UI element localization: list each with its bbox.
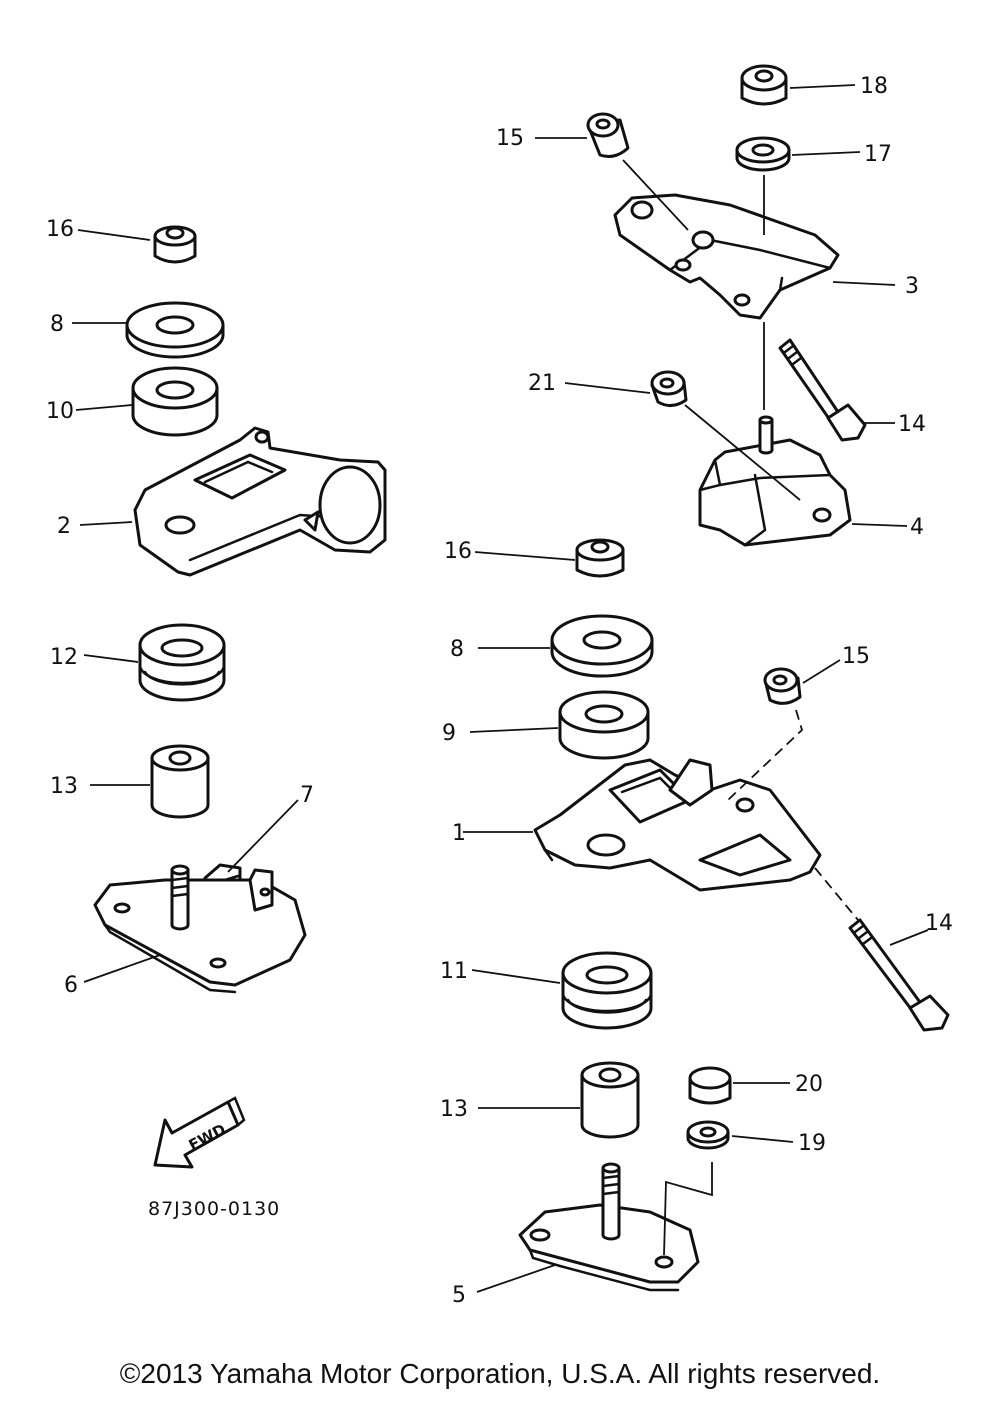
fwd-arrow-icon: FWD: [153, 1096, 246, 1169]
plate-5: [518, 1162, 700, 1292]
callout-14-bottom: 14: [925, 911, 953, 936]
collar-13-left: [150, 744, 210, 819]
grommet-12: [138, 623, 226, 702]
callout-2: 2: [57, 514, 71, 539]
bracket-3: [613, 193, 840, 320]
nut-20: [688, 1066, 732, 1105]
callout-7: 7: [300, 783, 314, 808]
bracket-1: [533, 758, 822, 892]
nut-15-top: [586, 112, 630, 158]
callout-8-right: 8: [450, 637, 464, 662]
washer-8-right: [550, 614, 654, 678]
collar-13-right: [580, 1061, 640, 1139]
nut-21: [650, 370, 688, 407]
grommet-11: [561, 951, 653, 1030]
callout-15-right: 15: [842, 644, 870, 669]
callout-3: 3: [905, 274, 919, 299]
washer-8-left: [125, 301, 225, 359]
callout-10: 10: [46, 399, 74, 424]
callout-18: 18: [860, 74, 888, 99]
callout-15-top: 15: [496, 126, 524, 151]
callout-9: 9: [442, 721, 456, 746]
bracket-2: [133, 426, 387, 577]
callout-1: 1: [452, 821, 466, 846]
callout-4: 4: [910, 515, 924, 540]
callout-19: 19: [798, 1131, 826, 1156]
washer-19: [686, 1120, 730, 1150]
callout-8-left: 8: [50, 312, 64, 337]
nut-16-right: [575, 538, 625, 578]
grommet-9: [558, 690, 650, 760]
callout-20: 20: [795, 1072, 823, 1097]
callout-14-top: 14: [898, 412, 926, 437]
plate-6: [93, 864, 307, 994]
nut-15-right: [763, 667, 802, 705]
callout-5: 5: [452, 1283, 466, 1308]
callout-13-left: 13: [50, 774, 78, 799]
grommet-10-left: [131, 366, 219, 437]
nut-18: [740, 64, 788, 106]
callout-6: 6: [64, 973, 78, 998]
callout-16-right: 16: [444, 539, 472, 564]
diagram-code: 87J300-0130: [148, 1198, 280, 1220]
washer-17: [735, 136, 791, 172]
nut-16-left: [153, 225, 197, 264]
bolt-14-top: [778, 338, 867, 442]
callout-21: 21: [528, 371, 556, 396]
callout-13-right: 13: [440, 1097, 468, 1122]
copyright-notice: ©2013 Yamaha Motor Corporation, U.S.A. A…: [119, 1358, 881, 1389]
callout-11: 11: [440, 959, 468, 984]
mount-4: [698, 415, 852, 547]
bolt-14-bottom: [848, 918, 950, 1032]
callout-17: 17: [864, 142, 892, 167]
callout-12: 12: [50, 645, 78, 670]
callout-16-left: 16: [46, 217, 74, 242]
